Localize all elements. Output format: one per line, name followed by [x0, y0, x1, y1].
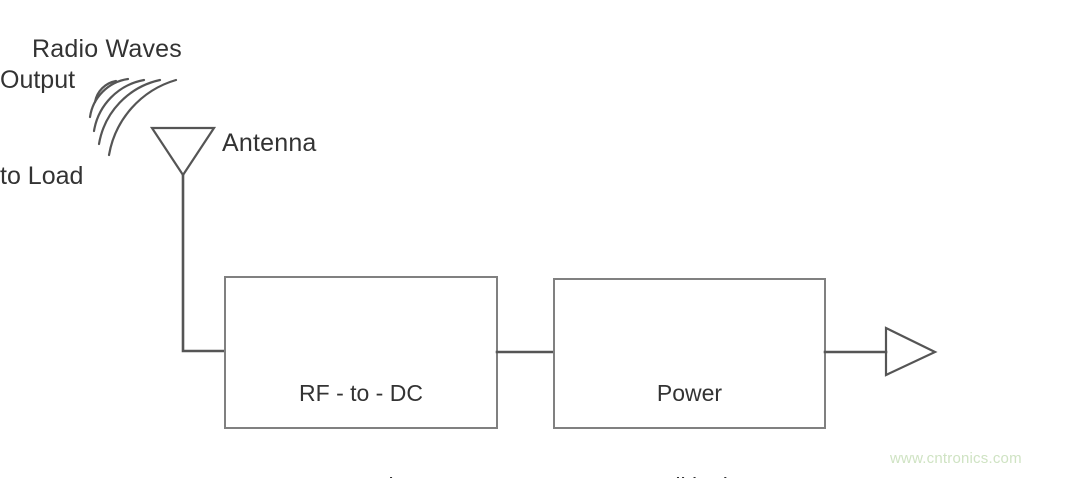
label-output-to-load-line2: to Load	[0, 162, 84, 190]
antenna-triangle-icon	[149, 126, 217, 177]
watermark-text: www.cntronics.com	[890, 450, 1022, 467]
antenna-connector-line	[181, 173, 228, 353]
block-label-power-conditioning: Power Conditioning	[554, 316, 825, 478]
radio-wave-arc-2	[88, 77, 130, 119]
output-triangle-icon	[884, 326, 938, 377]
label-antenna: Antenna	[222, 129, 317, 157]
label-output-to-load: Output to Load	[0, 66, 84, 190]
block-label-rf-to-dc-line2: Conversion	[225, 471, 497, 478]
block-power-conditioning	[553, 278, 826, 429]
block-label-power-conditioning-line1: Power	[656, 380, 723, 406]
radio-wave-arcs-group	[88, 77, 178, 157]
label-radio-waves: Radio Waves	[32, 35, 182, 63]
radio-wave-arc-3	[92, 78, 146, 133]
block-label-power-conditioning-line2: Conditioning	[554, 471, 825, 478]
radio-wave-arc-5	[107, 78, 178, 157]
label-output-to-load-line1: Output	[0, 66, 76, 94]
block-label-rf-to-dc: RF - to - DC Conversion	[225, 316, 497, 478]
block-label-rf-to-dc-line1: RF - to - DC	[299, 380, 423, 406]
radio-wave-arc-4	[97, 78, 162, 146]
block-rf-to-dc	[224, 276, 498, 429]
